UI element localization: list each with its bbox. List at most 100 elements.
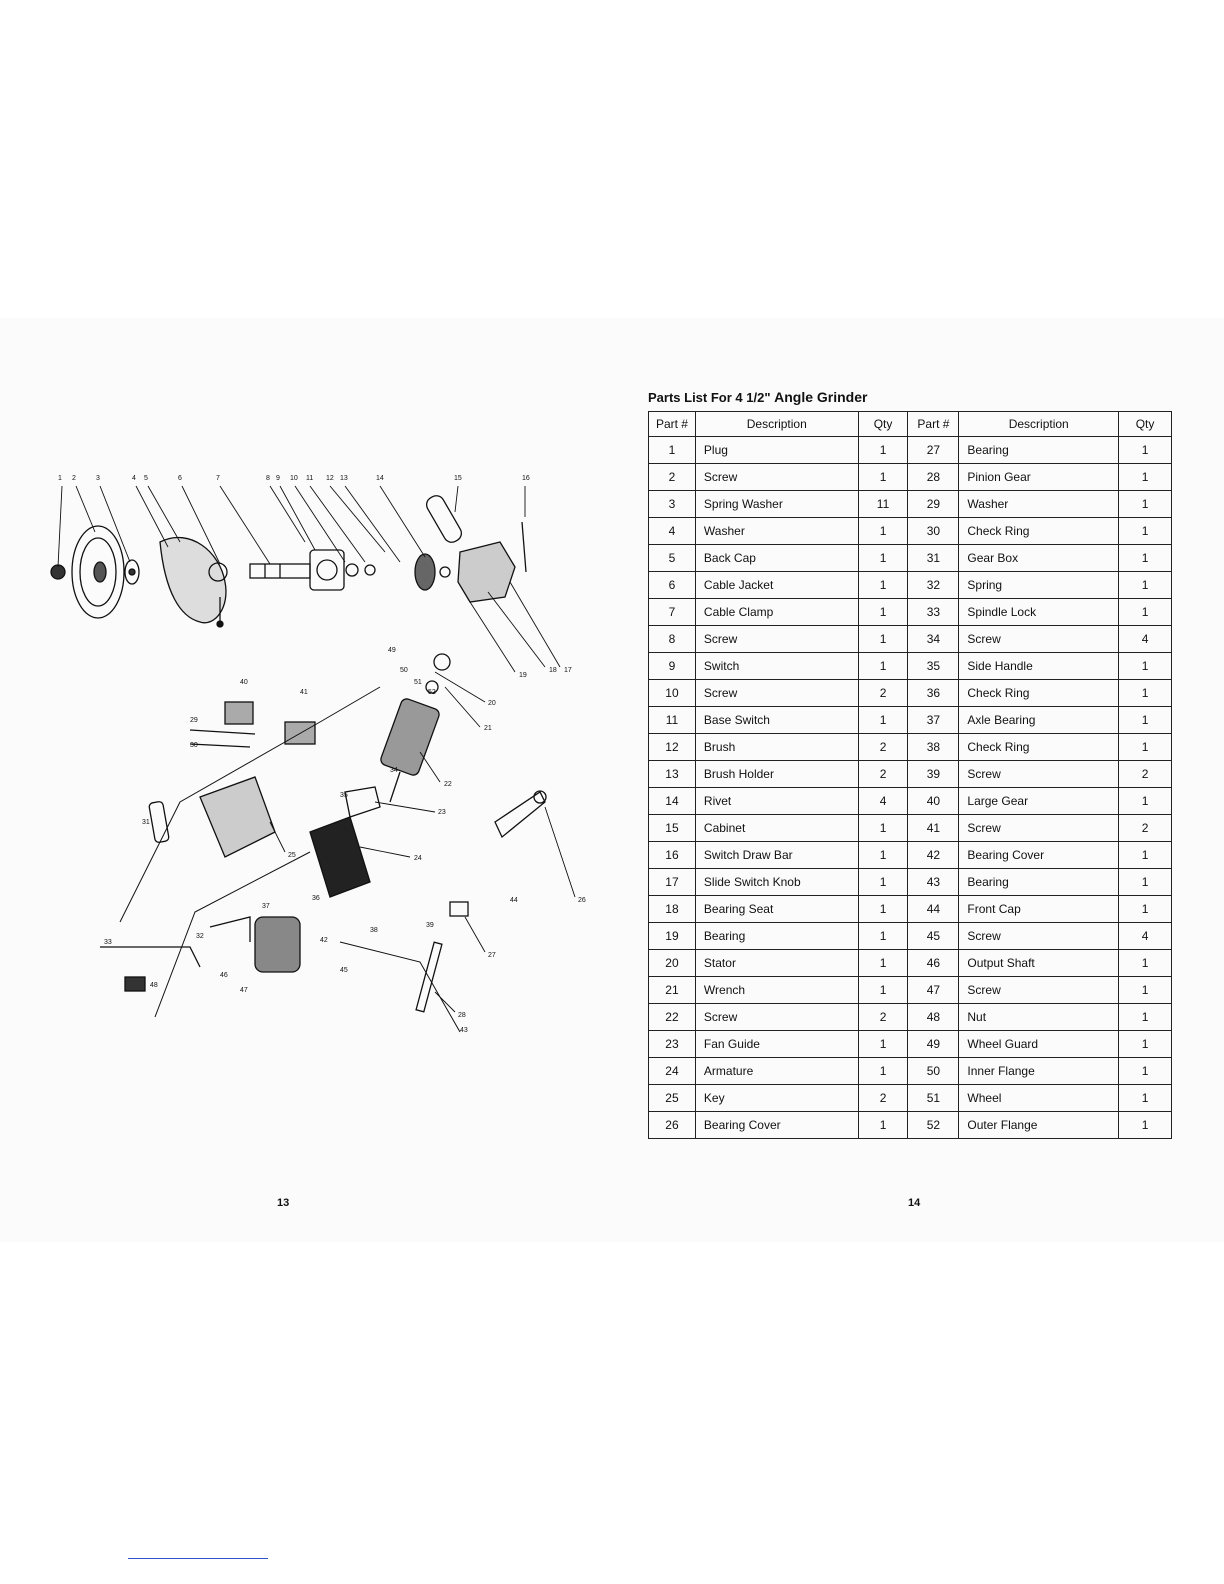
col-description: Description bbox=[694, 411, 859, 437]
callout-number: 2 bbox=[72, 475, 76, 482]
qty-cell: 2 bbox=[1118, 760, 1172, 788]
part-number-cell: 46 bbox=[907, 949, 960, 977]
qty-cell: 1 bbox=[857, 895, 909, 923]
callout-number: 26 bbox=[578, 897, 586, 904]
qty-cell: 1 bbox=[1118, 706, 1172, 734]
callout-number: 43 bbox=[460, 1027, 468, 1034]
part-number-cell: 9 bbox=[648, 652, 696, 680]
title-prefix: Parts List For 4 1/2" bbox=[648, 390, 771, 405]
callout-number: 48 bbox=[150, 982, 158, 989]
description-cell: Screw bbox=[958, 976, 1120, 1004]
description-cell: Check Ring bbox=[958, 733, 1120, 761]
part-number-cell: 51 bbox=[907, 1084, 960, 1112]
description-cell: Bearing Cover bbox=[694, 1111, 859, 1139]
qty-cell: 4 bbox=[1118, 922, 1172, 950]
qty-cell: 1 bbox=[857, 544, 909, 572]
part-number-cell: 10 bbox=[648, 679, 696, 707]
qty-cell: 1 bbox=[1118, 1030, 1172, 1058]
description-cell: Brush bbox=[694, 733, 859, 761]
description-cell: Bearing bbox=[694, 922, 859, 950]
description-cell: Bearing bbox=[958, 436, 1120, 464]
description-cell: Slide Switch Knob bbox=[694, 868, 859, 896]
callout-number: 1 bbox=[58, 475, 62, 482]
qty-cell: 4 bbox=[857, 787, 909, 815]
qty-cell: 4 bbox=[1118, 625, 1172, 653]
callout-number: 50 bbox=[400, 667, 408, 674]
description-cell: Screw bbox=[694, 463, 859, 491]
description-cell: Base Switch bbox=[694, 706, 859, 734]
part-number-cell: 3 bbox=[648, 490, 696, 518]
qty-cell: 1 bbox=[857, 976, 909, 1004]
description-cell: Spring bbox=[958, 571, 1120, 599]
qty-cell: 1 bbox=[857, 625, 909, 653]
description-cell: Cable Jacket bbox=[694, 571, 859, 599]
qty-cell: 1 bbox=[1118, 436, 1172, 464]
qty-cell: 1 bbox=[1118, 544, 1172, 572]
description-cell: Front Cap bbox=[958, 895, 1120, 923]
callout-number: 5 bbox=[144, 475, 148, 482]
qty-cell: 1 bbox=[1118, 1111, 1172, 1139]
callout-number: 52 bbox=[428, 689, 436, 696]
parts-table: Part # Description Qty Part # Descriptio… bbox=[648, 411, 1172, 1139]
leader-lines bbox=[57, 485, 576, 1013]
callout-number: 13 bbox=[340, 475, 348, 482]
description-cell: Armature bbox=[694, 1057, 859, 1085]
description-cell: Cabinet bbox=[694, 814, 859, 842]
col-part-number: Part # bbox=[648, 411, 696, 437]
qty-cell: 1 bbox=[1118, 652, 1172, 680]
wrench bbox=[494, 790, 547, 839]
description-cell: Inner Flange bbox=[958, 1057, 1120, 1085]
description-cell: Back Cap bbox=[694, 544, 859, 572]
description-cell: Switch Draw Bar bbox=[694, 841, 859, 869]
part-number-cell: 4 bbox=[648, 517, 696, 545]
qty-cell: 1 bbox=[1118, 463, 1172, 491]
callout-number: 24 bbox=[414, 855, 422, 862]
hyperlink-underline[interactable] bbox=[128, 1558, 268, 1559]
qty-cell: 1 bbox=[857, 814, 909, 842]
description-cell: Screw bbox=[694, 1003, 859, 1031]
qty-cell: 1 bbox=[857, 868, 909, 896]
description-cell: Spring Washer bbox=[694, 490, 859, 518]
description-cell: Washer bbox=[694, 517, 859, 545]
qty-cell: 1 bbox=[857, 1030, 909, 1058]
callout-number: 46 bbox=[220, 972, 228, 979]
qty-cell: 2 bbox=[857, 760, 909, 788]
part-number-cell: 44 bbox=[907, 895, 960, 923]
callout-number: 19 bbox=[519, 672, 527, 679]
qty-cell: 1 bbox=[857, 436, 909, 464]
qty-cell: 1 bbox=[1118, 868, 1172, 896]
part-number-cell: 28 bbox=[907, 463, 960, 491]
callout-number: 9 bbox=[276, 475, 280, 482]
callout-number: 4 bbox=[132, 475, 136, 482]
qty-cell: 1 bbox=[857, 922, 909, 950]
description-cell: Wheel Guard bbox=[958, 1030, 1120, 1058]
part-number-cell: 36 bbox=[907, 679, 960, 707]
callout-number: 18 bbox=[549, 667, 557, 674]
page-number-left: 13 bbox=[277, 1197, 290, 1209]
qty-cell: 2 bbox=[857, 733, 909, 761]
part-number-cell: 43 bbox=[907, 868, 960, 896]
description-cell: Bearing Cover bbox=[958, 841, 1120, 869]
part-number-cell: 47 bbox=[907, 976, 960, 1004]
description-cell: Cable Clamp bbox=[694, 598, 859, 626]
callout-number: 8 bbox=[266, 475, 270, 482]
cabinet bbox=[148, 776, 276, 858]
callout-number: 45 bbox=[340, 967, 348, 974]
description-cell: Screw bbox=[958, 625, 1120, 653]
part-number-cell: 48 bbox=[907, 1003, 960, 1031]
qty-cell: 1 bbox=[1118, 1057, 1172, 1085]
col-part-number: Part # bbox=[907, 411, 960, 437]
qty-cell: 2 bbox=[857, 1003, 909, 1031]
part-number-cell: 13 bbox=[648, 760, 696, 788]
description-cell: Washer bbox=[958, 490, 1120, 518]
callout-number: 23 bbox=[438, 809, 446, 816]
description-cell: Screw bbox=[958, 922, 1120, 950]
